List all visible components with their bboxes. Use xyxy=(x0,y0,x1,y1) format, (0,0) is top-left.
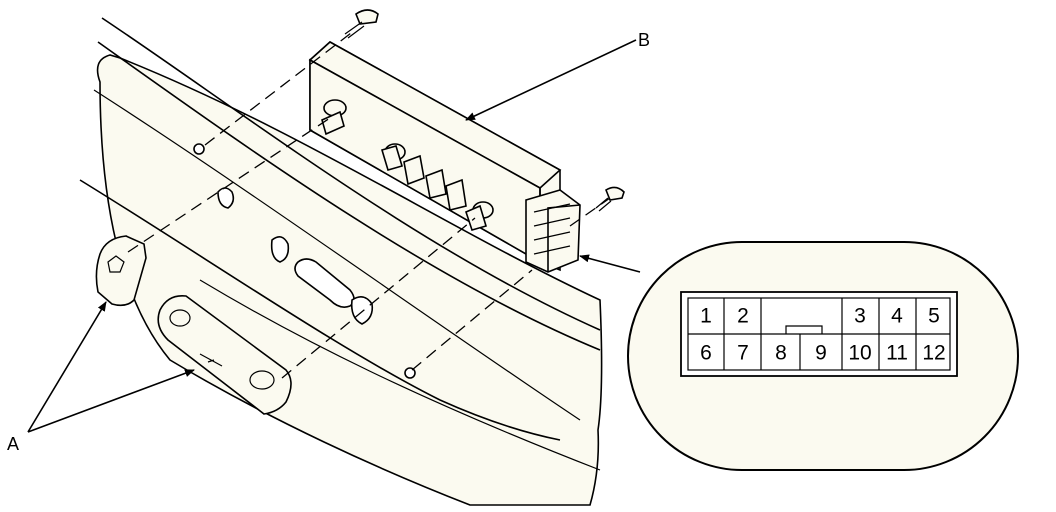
callout-a: A xyxy=(7,434,19,454)
screw-top xyxy=(344,9,379,39)
connector-detail: 1 2 3 4 5 6 7 8 9 10 11 12 xyxy=(627,241,1019,471)
pin-12: 12 xyxy=(922,342,945,365)
leader-lines xyxy=(27,39,641,433)
pin-2: 2 xyxy=(737,305,749,328)
pin-1: 1 xyxy=(700,305,712,328)
pin-9: 9 xyxy=(815,342,827,365)
switch-module xyxy=(308,41,581,273)
panel-openings xyxy=(193,143,416,379)
pin-7: 7 xyxy=(737,342,749,365)
pin-8: 8 xyxy=(775,342,787,365)
trim-panel xyxy=(79,17,603,506)
screw-right xyxy=(595,186,625,212)
pin-4: 4 xyxy=(891,305,903,328)
callout-b: B xyxy=(638,30,650,50)
knob-cap-long xyxy=(157,294,292,415)
pin-5: 5 xyxy=(928,305,940,328)
pin-11: 11 xyxy=(886,342,908,365)
pin-6: 6 xyxy=(700,342,712,365)
alignment-lines xyxy=(127,29,611,379)
pin-3: 3 xyxy=(854,305,866,328)
pin-10: 10 xyxy=(848,342,871,365)
knob-cap-small xyxy=(95,235,147,307)
